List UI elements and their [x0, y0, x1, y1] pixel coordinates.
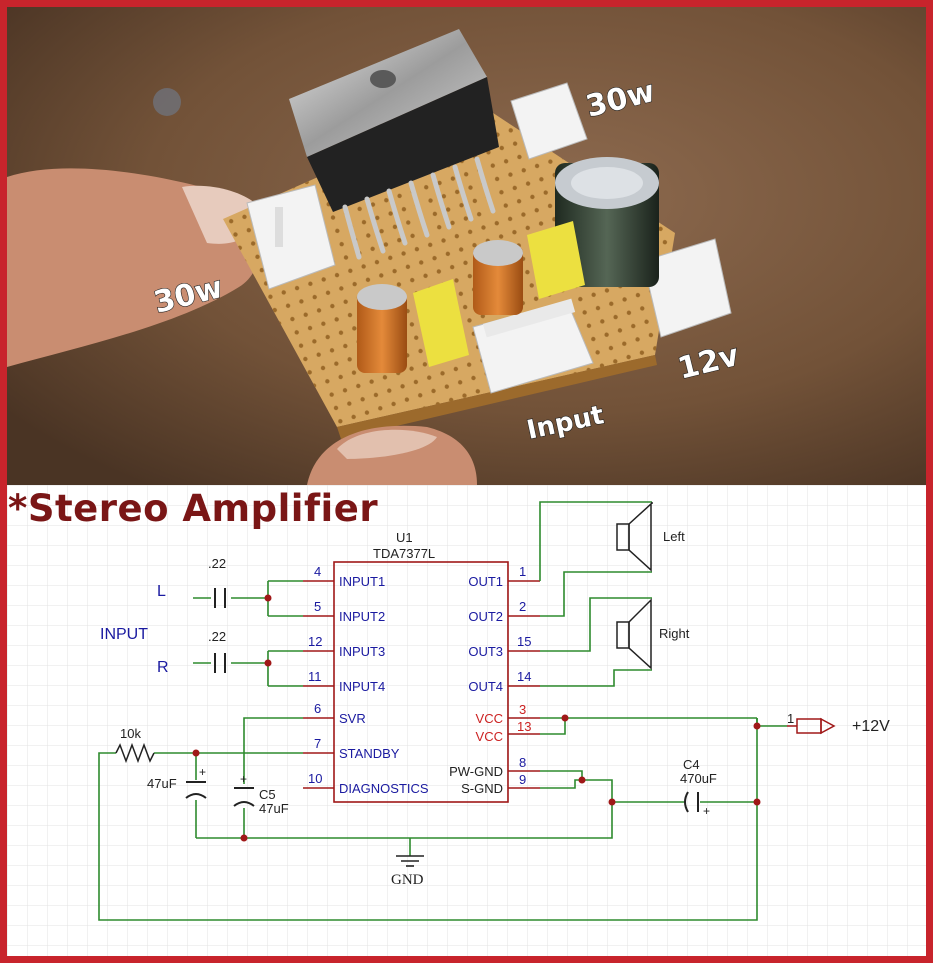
resistor-value: 10k [120, 726, 141, 741]
capacitor-c5: + [233, 772, 255, 807]
pin-num-pwgnd: 8 [519, 755, 526, 770]
pin-name-vcc-b: VCC [476, 729, 503, 744]
power-connector [642, 238, 732, 338]
pin-num-sgnd: 9 [519, 772, 526, 787]
power-label: +12V [852, 718, 890, 735]
pin-num-svr: 6 [314, 701, 321, 716]
resistor-10k [115, 742, 155, 764]
pin-num-out4: 14 [517, 669, 531, 684]
capacitor-470uf [555, 157, 659, 287]
film-capacitor-a [413, 279, 469, 367]
c5-value: 47uF [259, 801, 289, 816]
input-label: INPUT [100, 626, 148, 643]
pin-num-standby: 7 [314, 736, 321, 751]
speaker-left-label: Left [663, 529, 685, 544]
pin-name-pwgnd: PW-GND [449, 764, 503, 779]
capacitor-input-l [214, 588, 226, 608]
pin-name-input1: INPUT1 [339, 574, 385, 589]
capacitor-47uf-b [473, 240, 523, 315]
cap1-value: 47uF [147, 776, 177, 791]
c4-value: 470uF [680, 771, 717, 786]
pin-name-input4: INPUT4 [339, 679, 385, 694]
svg-text:+: + [703, 804, 710, 818]
pin-num-input3: 12 [308, 634, 322, 649]
speaker-connector-left [246, 184, 336, 290]
speaker-right-label: Right [659, 626, 690, 641]
pin-name-vcc-a: VCC [476, 711, 503, 726]
schematic: U1 TDA7377L 4 5 12 11 6 7 10 INPUT1 INPU… [7, 485, 926, 956]
power-pin-number: 1 [787, 711, 794, 726]
poster-title: *Stereo Amplifier [8, 487, 379, 530]
pin-num-out3: 15 [517, 634, 531, 649]
channel-l-label: L [157, 583, 166, 600]
input-connector [472, 298, 594, 394]
svg-text:+: + [199, 765, 206, 779]
cap-r-value: .22 [208, 629, 226, 644]
pin-num-input2: 5 [314, 599, 321, 614]
cap-l-value: .22 [208, 556, 226, 571]
speaker-right [616, 598, 652, 670]
ic-body [333, 561, 509, 803]
pin-name-sgnd: S-GND [461, 781, 503, 796]
c4-name: C4 [683, 757, 700, 772]
ic-part-number: TDA7377L [373, 546, 435, 561]
pin-name-out1: OUT1 [468, 574, 503, 589]
speaker-left [616, 502, 653, 572]
pin-name-input3: INPUT3 [339, 644, 385, 659]
capacitor-c4: + [684, 791, 710, 818]
ground-symbol [396, 855, 424, 867]
pin-name-out3: OUT3 [468, 644, 503, 659]
channel-r-label: R [157, 659, 169, 676]
wires [98, 501, 787, 921]
pin-num-input1: 4 [314, 564, 321, 579]
ic-designator: U1 [396, 530, 413, 545]
film-capacitor-b [527, 221, 585, 299]
capacitor-47uf: + [185, 765, 207, 799]
pin-name-out4: OUT4 [468, 679, 503, 694]
capacitor-47uf-a [357, 284, 407, 373]
pin-name-standby: STANDBY [339, 746, 400, 761]
power-jack [787, 717, 836, 735]
pin-num-diagnostics: 10 [308, 771, 322, 786]
pin-num-vcc-b: 13 [517, 719, 531, 734]
tda7377-chip [289, 29, 499, 260]
c5-name: C5 [259, 787, 276, 802]
pin-num-input4: 11 [308, 669, 322, 684]
pin-num-out1: 1 [519, 564, 526, 579]
capacitor-input-r [214, 653, 226, 673]
svg-text:+: + [240, 772, 247, 786]
amplifier-photo: 30w 30w 12v Input [7, 7, 926, 485]
gnd-label: GND [391, 872, 424, 888]
pin-name-out2: OUT2 [468, 609, 503, 624]
pin-num-out2: 2 [519, 599, 526, 614]
pin-name-svr: SVR [339, 711, 366, 726]
pin-name-diagnostics: DIAGNOSTICS [339, 781, 429, 796]
junctions [192, 594, 761, 842]
pin-name-input2: INPUT2 [339, 609, 385, 624]
speaker-connector-right [510, 82, 588, 160]
pin-num-vcc-a: 3 [519, 702, 526, 717]
